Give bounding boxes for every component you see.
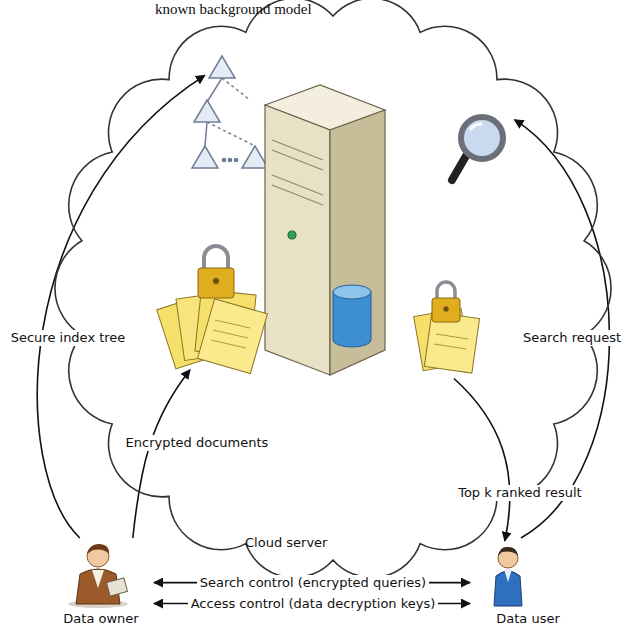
user-figure <box>470 538 580 608</box>
region-label: Cloud server <box>245 535 327 550</box>
owner-figure <box>48 538 148 608</box>
edge-label: Search control (encrypted queries) <box>197 575 430 591</box>
edge-label: Top k ranked result <box>455 485 585 501</box>
actor-node: Data user <box>470 538 586 633</box>
encrypted-documents-icon <box>157 246 268 374</box>
edge-label: Search request <box>520 330 624 346</box>
encrypted-document-icon <box>414 282 480 373</box>
actor-label: Data user <box>470 611 586 626</box>
connector-arrow <box>515 120 610 538</box>
actor-label: Data owner <box>48 611 154 626</box>
connector-arrow <box>133 370 190 538</box>
cloud-shape <box>55 0 611 578</box>
server-icon <box>265 85 385 375</box>
edge-label: Encrypted documents <box>123 435 272 451</box>
connector-arrow <box>454 379 510 541</box>
caption-fragment: known background model <box>155 1 312 18</box>
magnifier-icon <box>452 117 503 180</box>
index-tree-icon <box>192 56 268 168</box>
edge-label: Access control (data decryption keys) <box>188 596 439 612</box>
edge-label: Secure index tree <box>8 330 129 346</box>
actor-node: Data owner <box>48 538 154 633</box>
connector-arrow <box>37 75 204 538</box>
database-icon <box>333 285 371 347</box>
